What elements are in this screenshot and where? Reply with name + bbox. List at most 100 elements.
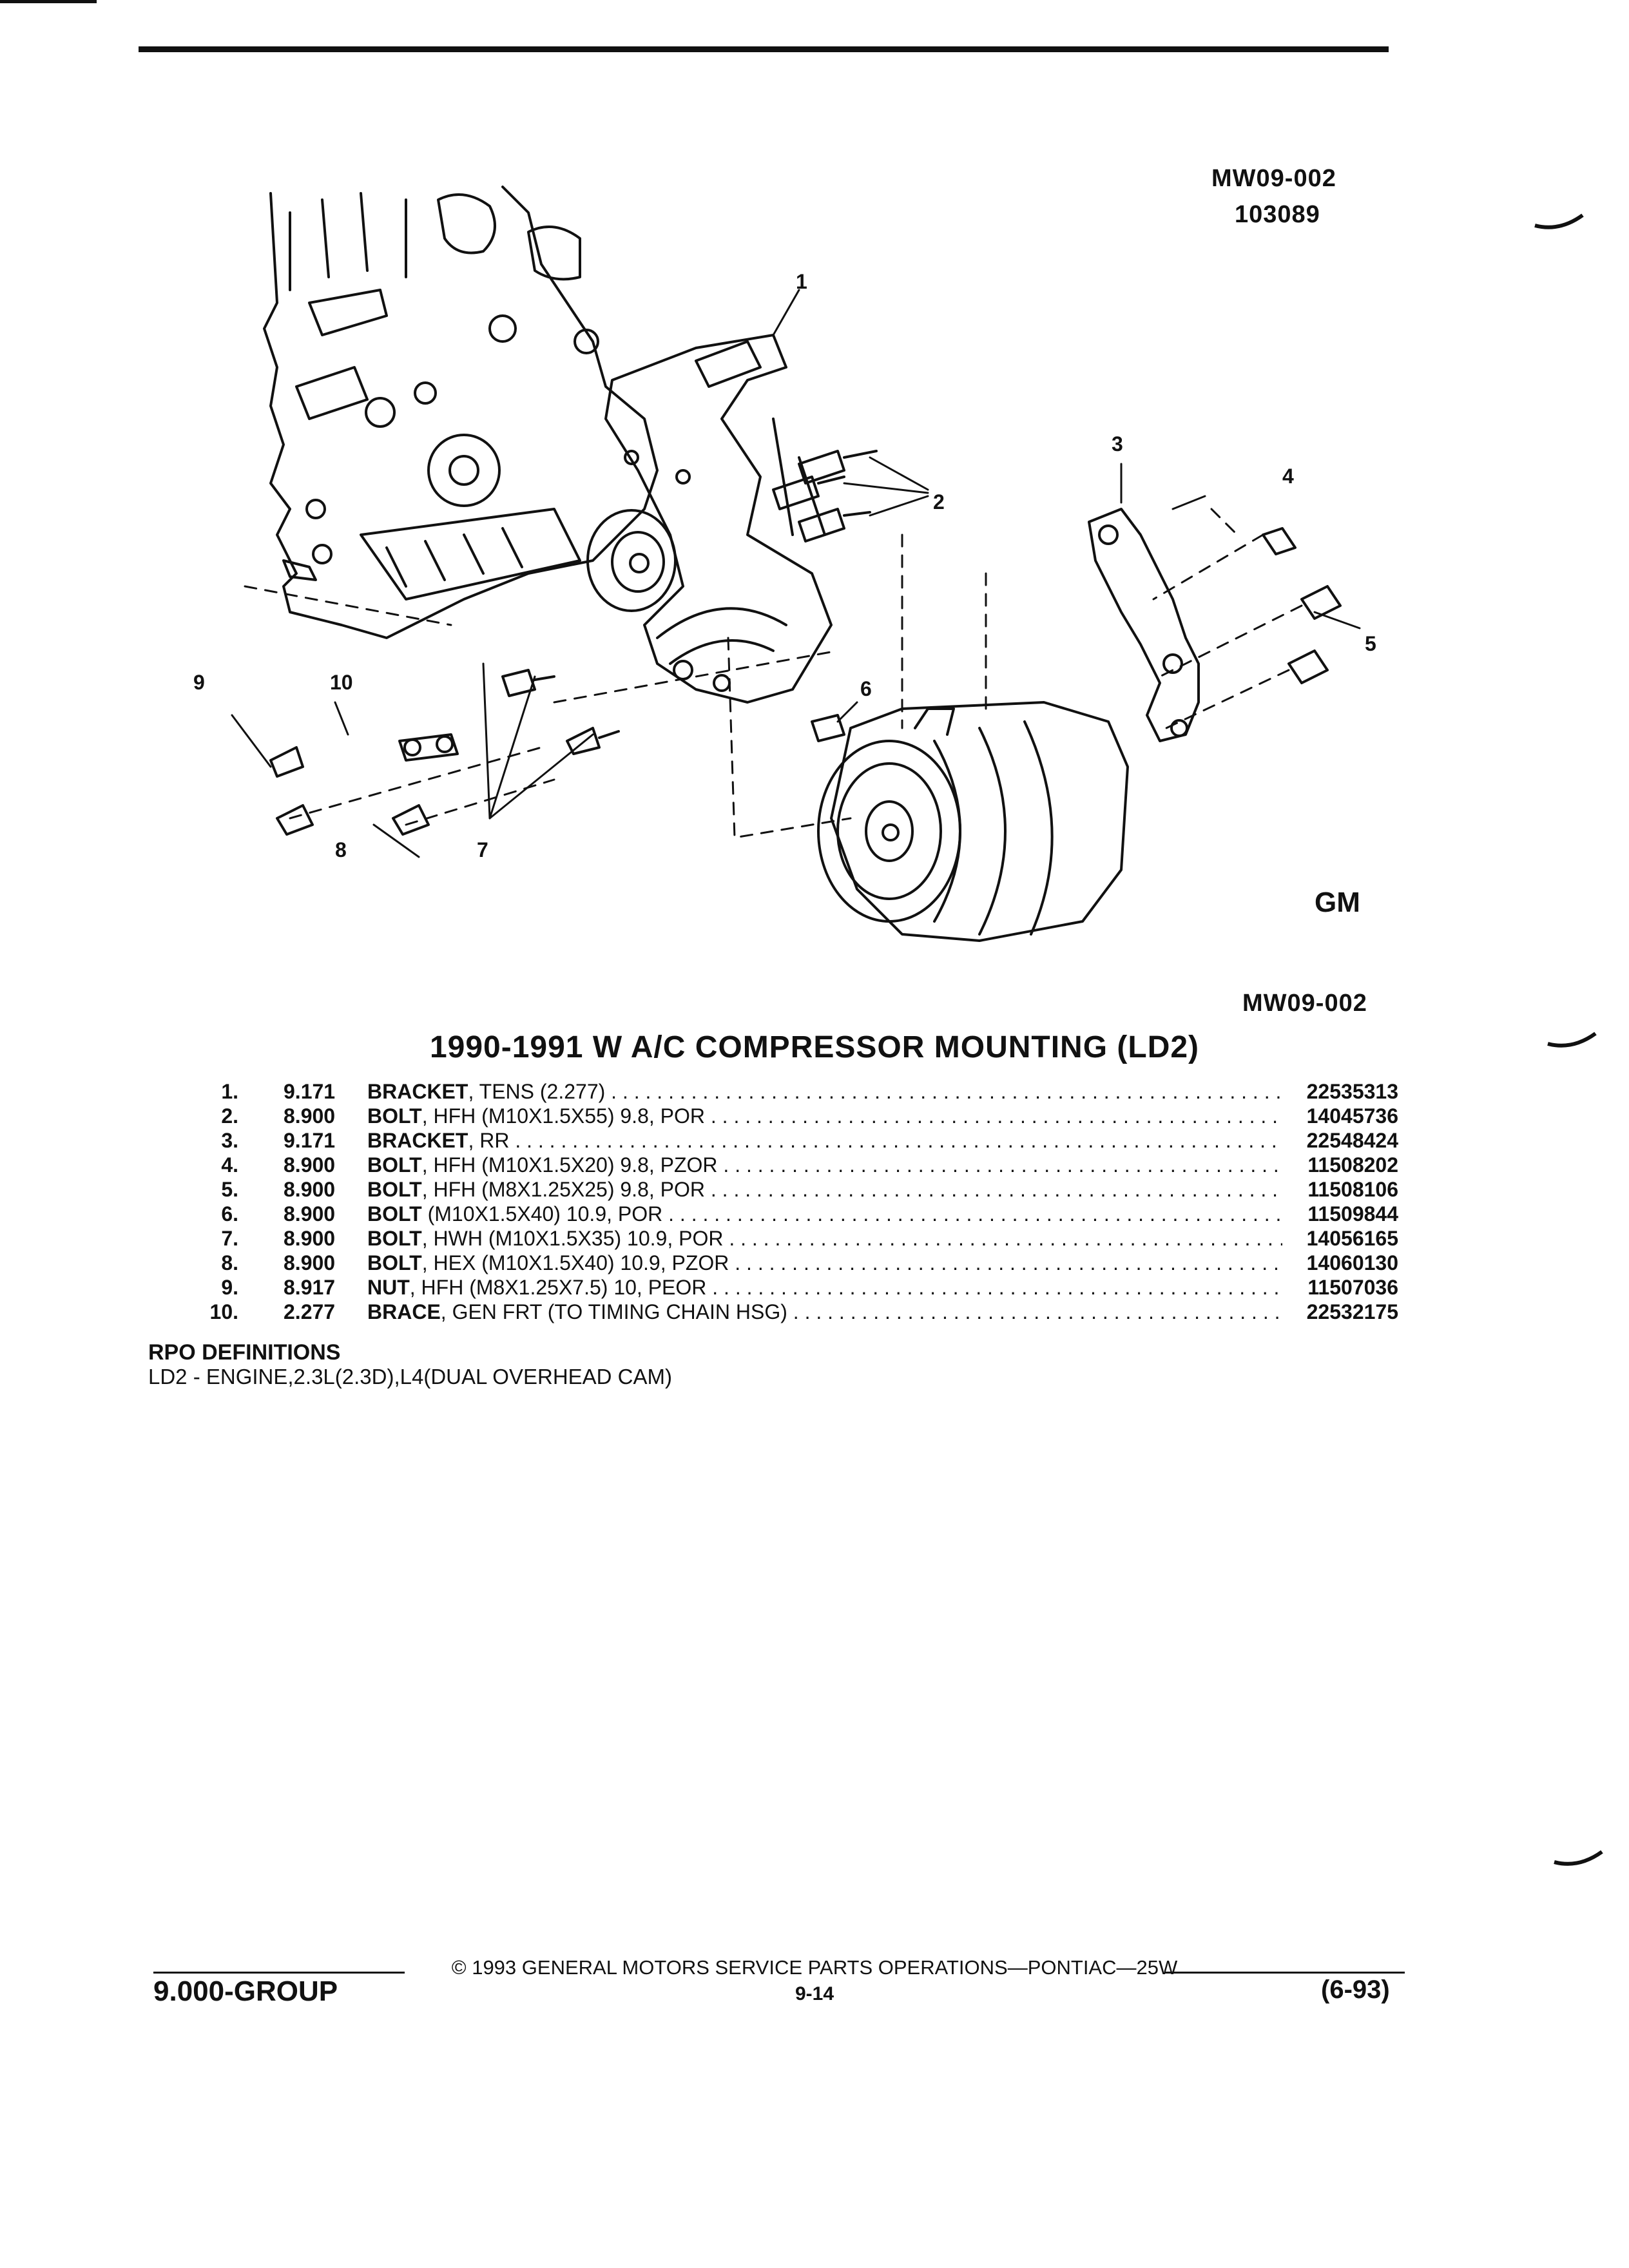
group-number: 8.900: [284, 1202, 336, 1225]
dashed-alignment-lines: [244, 508, 1303, 839]
margin-mark: [1534, 213, 1584, 229]
part-name: BOLT: [367, 1153, 422, 1177]
ac-compressor: [817, 701, 1129, 942]
dot-leader: . . . . . . . . . . . . . . . . . . . . …: [723, 1153, 1282, 1177]
part-number: 22535313: [1306, 1080, 1398, 1103]
group-number: 2.277: [284, 1300, 336, 1323]
gm-logo: GM: [1315, 887, 1360, 918]
callout-10: 10: [330, 671, 353, 694]
dot-leader: . . . . . . . . . . . . . . . . . . . . …: [712, 1276, 1282, 1299]
item-number: 4.: [221, 1153, 238, 1177]
part-name: NUT: [367, 1276, 410, 1299]
item-number: 9.: [221, 1276, 238, 1299]
part-number: 14060130: [1306, 1251, 1398, 1274]
parts-list-row: 10. 2.277 BRACE, GEN FRT (TO TIMING CHAIN …: [180, 1300, 1405, 1324]
callout-7: 7: [477, 838, 488, 861]
part-name: BOLT: [367, 1251, 422, 1274]
item-number: 5.: [221, 1178, 238, 1201]
parts-list-row: 9. 8.917 NUT, HFH (M8X1.25X7.5) 10, PEOR .…: [180, 1275, 1405, 1300]
part-name: BRACE: [367, 1300, 441, 1323]
rear-bracket: [1088, 508, 1200, 742]
part-number: 11507036: [1307, 1276, 1398, 1299]
figure-code: MW09-002: [1211, 165, 1336, 192]
rpo-heading: RPO DEFINITIONS: [148, 1340, 341, 1365]
part-spec: (M10X1.5X40) 10.9, POR: [421, 1202, 663, 1225]
part-number: 11509844: [1307, 1202, 1398, 1225]
item-number: 6.: [221, 1202, 238, 1225]
copyright-notice: © 1993 GENERAL MOTORS SERVICE PARTS OPER…: [451, 1956, 1178, 1979]
footer-rule-left: [153, 1972, 405, 1974]
part-description: BOLT, HWH (M10X1.5X35) 10.9, POR . . . .…: [367, 1226, 1282, 1251]
callout-2: 2: [933, 490, 945, 514]
dot-leader: . . . . . . . . . . . . . . . . . . . . …: [793, 1300, 1282, 1323]
figure-code-bottom: MW09-002: [1242, 990, 1367, 1017]
part-spec: , HFH (M8X1.25X25) 9.8, POR: [421, 1178, 705, 1201]
part-number: 11508202: [1307, 1153, 1398, 1177]
part-name: BRACKET: [367, 1129, 468, 1152]
part-description: BRACE, GEN FRT (TO TIMING CHAIN HSG) . .…: [367, 1300, 1282, 1324]
gm-logo-mark: GM: [1315, 887, 1360, 918]
part-number: 22548424: [1306, 1129, 1398, 1152]
callout-4: 4: [1282, 465, 1294, 488]
item-number: 7.: [221, 1227, 238, 1250]
part-description: BOLT, HFH (M10X1.5X55) 9.8, POR . . . . …: [367, 1104, 1282, 1128]
exploded-parts-diagram: 1 2 3 4 5 6 7 8 9 10 GM: [193, 186, 1376, 942]
dot-leader: . . . . . . . . . . . . . . . . . . . . …: [515, 1129, 1282, 1152]
footer-rule-right: [1165, 1972, 1405, 1974]
part-description: BOLT, HFH (M8X1.25X25) 9.8, POR . . . . …: [367, 1177, 1282, 1202]
item-number: 10.: [209, 1300, 238, 1323]
group-number: 8.900: [284, 1153, 336, 1177]
margin-mark: [1554, 1850, 1603, 1866]
part-number: 14056165: [1306, 1227, 1398, 1250]
parts-list-row: 5. 8.900 BOLT, HFH (M8X1.25X25) 9.8, POR .…: [180, 1177, 1405, 1202]
part-description: NUT, HFH (M8X1.25X7.5) 10, PEOR . . . . …: [367, 1275, 1282, 1300]
callout-1: 1: [796, 270, 807, 293]
group-number: 8.900: [284, 1251, 336, 1274]
part-description: BOLT, HFH (M10X1.5X20) 9.8, PZOR . . . .…: [367, 1153, 1282, 1177]
part-description: BRACKET, TENS (2.277) . . . . . . . . . …: [367, 1079, 1282, 1104]
part-number: 11508106: [1307, 1178, 1398, 1201]
corner-rule: [0, 0, 97, 3]
part-spec: , TENS (2.277): [468, 1080, 606, 1103]
part-number: 14045736: [1306, 1104, 1398, 1128]
callout-5: 5: [1365, 632, 1376, 655]
parts-list-row: 6. 8.900 BOLT (M10X1.5X40) 10.9, POR . . .…: [180, 1202, 1405, 1226]
group-label: 9.000-GROUP: [153, 1975, 338, 2007]
part-spec: , HEX (M10X1.5X40) 10.9, PZOR: [421, 1251, 729, 1274]
callout-numbers: 1 2 3 4 5 6 7 8 9 10: [193, 270, 1376, 861]
item-number: 1.: [221, 1080, 238, 1103]
item-number: 2.: [221, 1104, 238, 1128]
page-number: 9-14: [795, 1983, 834, 2004]
callout-6: 6: [860, 677, 872, 700]
part-spec: , RR: [468, 1129, 510, 1152]
part-description: BOLT (M10X1.5X40) 10.9, POR . . . . . . …: [367, 1202, 1282, 1226]
bolts: [269, 450, 1342, 836]
parts-list-row: 4. 8.900 BOLT, HFH (M10X1.5X20) 9.8, PZOR …: [180, 1153, 1405, 1177]
dot-leader: . . . . . . . . . . . . . . . . . . . . …: [611, 1080, 1282, 1103]
dot-leader: . . . . . . . . . . . . . . . . . . . . …: [710, 1178, 1282, 1201]
callout-9: 9: [193, 671, 205, 694]
part-description: BRACKET, RR . . . . . . . . . . . . . . …: [367, 1128, 1282, 1153]
part-description: BOLT, HEX (M10X1.5X40) 10.9, PZOR . . . …: [367, 1251, 1282, 1275]
part-spec: , HWH (M10X1.5X35) 10.9, POR: [421, 1227, 724, 1250]
parts-list-row: 1. 9.171 BRACKET, TENS (2.277) . . . . . .…: [180, 1079, 1405, 1104]
part-name: BRACKET: [367, 1080, 468, 1103]
dot-leader: . . . . . . . . . . . . . . . . . . . . …: [735, 1251, 1282, 1274]
tensioner-pulley: [586, 509, 677, 612]
group-number: 8.917: [284, 1276, 336, 1299]
group-number: 9.171: [284, 1129, 336, 1152]
part-name: BOLT: [367, 1104, 422, 1128]
group-number: 9.171: [284, 1080, 336, 1103]
margin-mark: [1547, 1032, 1597, 1048]
callout-8: 8: [335, 838, 347, 861]
part-name: BOLT: [367, 1227, 422, 1250]
part-name: BOLT: [367, 1178, 422, 1201]
part-spec: , GEN FRT (TO TIMING CHAIN HSG): [440, 1300, 787, 1323]
group-number: 8.900: [284, 1178, 336, 1201]
header-rule: [139, 46, 1389, 52]
